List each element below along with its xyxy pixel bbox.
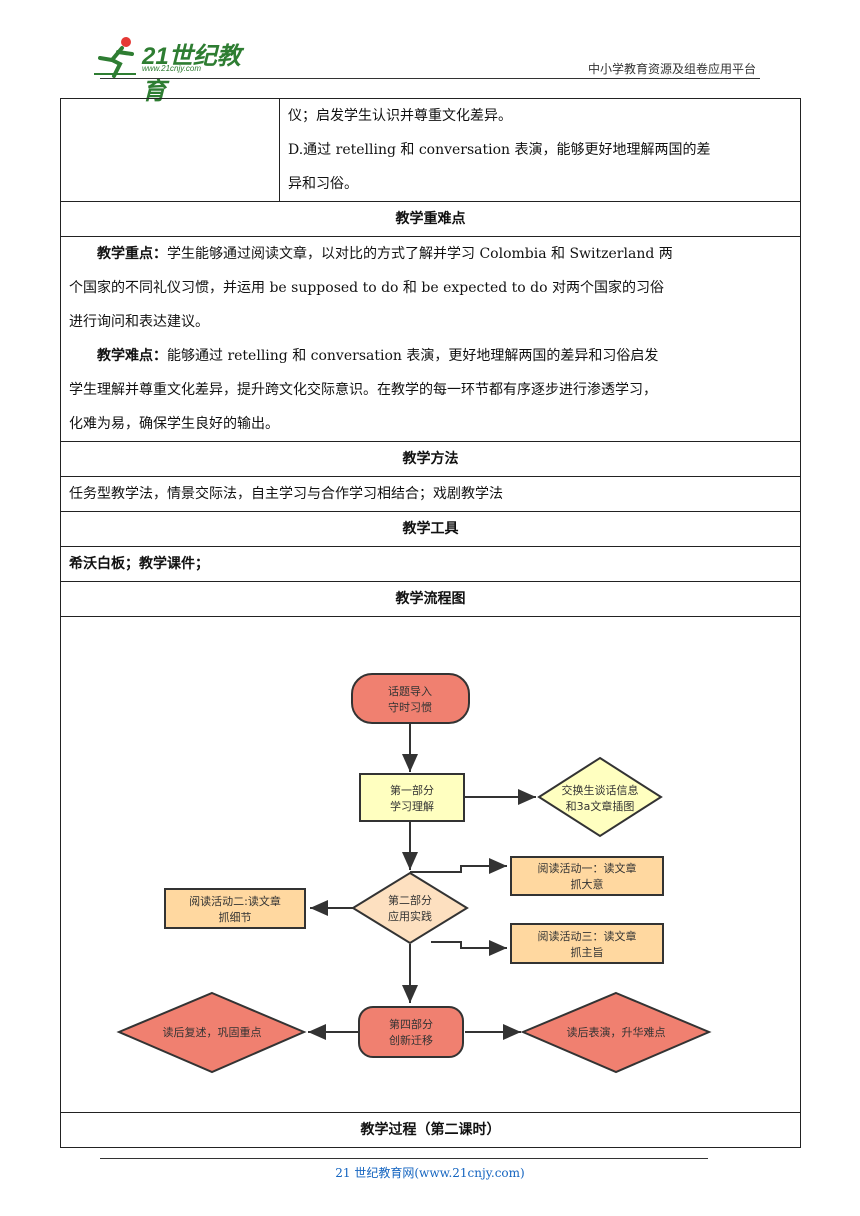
page-header: 21世纪教育 www.21cnjy.com 中小学教育资源及组卷应用平台: [0, 0, 860, 105]
flowchart-heading: 教学流程图: [60, 581, 801, 617]
left-diamond: 读后复述，巩固重点: [116, 991, 307, 1074]
footer-divider: [100, 1158, 708, 1159]
methods-heading: 教学方法: [60, 441, 801, 477]
exchange-line2: 和3a文章插图: [566, 799, 635, 813]
logo-url: www.21cnjy.com: [142, 64, 201, 73]
read2-line1: 阅读活动二:读文章: [189, 894, 281, 908]
part1-node: 第一部分 学习理解: [359, 773, 465, 822]
focus-line1: 学生能够通过阅读文章，以对比的方式了解并学习 Colombia 和 Switze…: [167, 246, 673, 262]
objectives-left-cell: [60, 98, 280, 202]
logo-text: 21世纪教育: [142, 43, 241, 105]
lesson-plan-table: 仪；启发学生认识并尊重文化差异。 D.通过 retelling 和 conver…: [60, 98, 801, 1148]
part4-line2: 创新迁移: [389, 1033, 433, 1047]
focus-paragraph: 教学重点：学生能够通过阅读文章，以对比的方式了解并学习 Colombia 和 S…: [69, 237, 792, 271]
arrow-part2-to-read3: [431, 940, 507, 956]
difficulty-label: 教学难点：: [97, 348, 167, 364]
part2-line2: 应用实践: [388, 909, 432, 923]
difficulty-line3: 化难为易，确保学生良好的输出。: [69, 416, 279, 432]
process-heading: 教学过程（第二课时）: [60, 1112, 801, 1148]
tools-heading: 教学工具: [60, 511, 801, 547]
site-logo[interactable]: 21世纪教育 www.21cnjy.com: [92, 34, 262, 105]
part4-node: 第四部分 创新迁移: [358, 1006, 464, 1058]
focus-line3: 进行询问和表达建议。: [69, 314, 209, 330]
read2-box: 阅读活动二:读文章 抓细节: [164, 888, 306, 929]
header-divider: [100, 78, 760, 79]
read3-line1: 阅读活动三：读文章: [538, 929, 637, 943]
exchange-diamond: 交换生谈话信息 和3a文章插图: [537, 756, 663, 838]
platform-title: 中小学教育资源及组卷应用平台: [587, 62, 756, 76]
part4-line1: 第四部分: [389, 1017, 433, 1031]
part1-node-line2: 学习理解: [390, 799, 434, 813]
part2-diamond: 第二部分 应用实践: [351, 871, 469, 945]
objectives-row: 仪；启发学生认识并尊重文化差异。 D.通过 retelling 和 conver…: [60, 98, 801, 202]
objectives-right-cell: 仪；启发学生认识并尊重文化差异。 D.通过 retelling 和 conver…: [279, 98, 801, 202]
read1-line1: 阅读活动一：读文章: [538, 861, 637, 875]
right-diamond: 读后表演，升华难点: [520, 991, 712, 1074]
tools-text: 希沃白板；教学课件；: [60, 546, 801, 582]
read3-line2: 抓主旨: [571, 945, 604, 959]
right-diamond-text: 读后表演，升华难点: [567, 1025, 666, 1039]
difficulty-paragraph: 教学难点：能够通过 retelling 和 conversation 表演，更好…: [69, 339, 792, 373]
left-diamond-text: 读后复述，巩固重点: [163, 1025, 262, 1039]
read2-line2: 抓细节: [219, 910, 252, 924]
flowchart-cell: 话题导入 守时习惯 第一部分 学习理解 交换生谈话信息 和3a文章插图 阅读活动…: [60, 616, 801, 1113]
footer-link[interactable]: 21 世纪教育网(www.21cnjy.com): [335, 1166, 525, 1180]
part1-node-line1: 第一部分: [390, 783, 434, 797]
key-points-cell: 教学重点：学生能够通过阅读文章，以对比的方式了解并学习 Colombia 和 S…: [60, 236, 801, 442]
focus-line2: 个国家的不同礼仪习惯，并运用 be supposed to do 和 be ex…: [69, 280, 665, 296]
runner-logo-icon: [94, 37, 136, 78]
part2-line1: 第二部分: [388, 893, 432, 907]
read1-box: 阅读活动一：读文章 抓大意: [510, 856, 664, 896]
focus-label: 教学重点：: [97, 246, 167, 262]
start-node: 话题导入 守时习惯: [351, 673, 470, 724]
start-node-line1: 话题导入: [388, 685, 432, 698]
difficulty-line2: 学生理解并尊重文化差异，提升跨文化交际意识。在教学的每一环节都有序逐步进行渗透学…: [69, 382, 657, 398]
exchange-line1: 交换生谈话信息: [562, 783, 639, 797]
objective-d-line2: 异和习俗。: [288, 176, 358, 192]
arrow-part2-to-read1: [410, 858, 507, 874]
objective-c-tail: 仪；启发学生认识并尊重文化差异。: [288, 108, 512, 124]
key-points-heading: 教学重难点: [60, 201, 801, 237]
read3-box: 阅读活动三：读文章 抓主旨: [510, 923, 664, 964]
objective-d-line1: D.通过 retelling 和 conversation 表演，能够更好地理解…: [288, 142, 711, 158]
difficulty-line1: 能够通过 retelling 和 conversation 表演，更好地理解两国…: [167, 348, 659, 364]
teaching-flowchart: 话题导入 守时习惯 第一部分 学习理解 交换生谈话信息 和3a文章插图 阅读活动…: [116, 673, 712, 1074]
start-node-line2: 守时习惯: [388, 700, 432, 714]
read1-line2: 抓大意: [571, 877, 604, 891]
methods-text: 任务型教学法，情景交际法，自主学习与合作学习相结合；戏剧教学法: [60, 476, 801, 512]
